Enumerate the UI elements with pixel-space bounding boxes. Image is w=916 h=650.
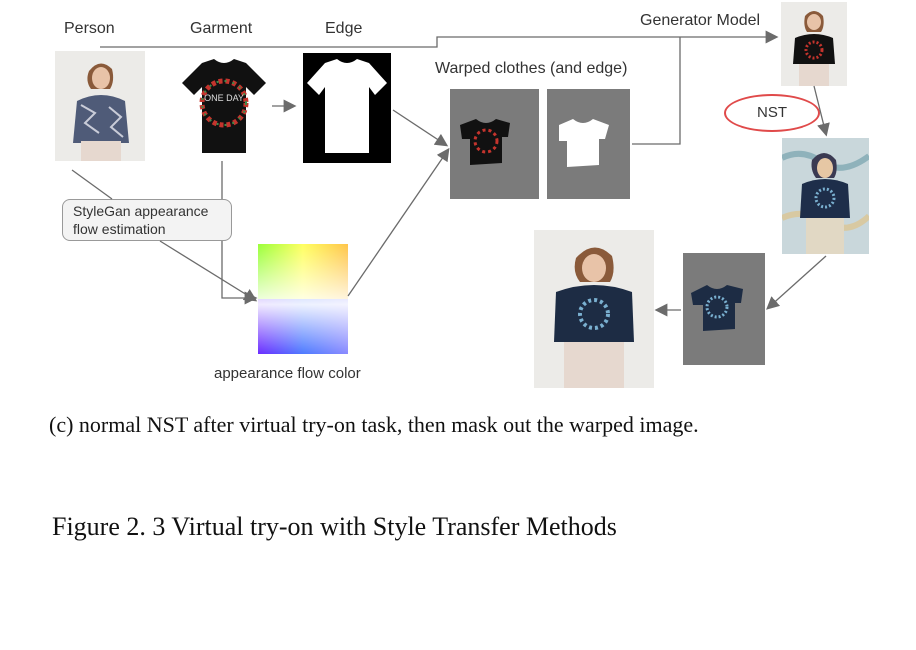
garment-print-text: ONE DAY (204, 93, 244, 103)
line-warped-to-generator (632, 37, 681, 145)
person-illustration (55, 51, 145, 161)
nst-stylized-image (780, 138, 872, 254)
edge-mask (307, 59, 387, 153)
edge-label: Edge (325, 20, 363, 37)
person-label: Person (64, 20, 115, 37)
arrow-edge-to-warped (392, 109, 449, 147)
garment-tshirt: ONE DAY (182, 59, 266, 153)
garment-label: Garment (190, 20, 253, 37)
appearance-flow-gradient (258, 244, 348, 354)
nst-ellipse: NST (724, 94, 820, 132)
warped-edge-shape (559, 119, 609, 167)
warped-clothes-image (450, 89, 539, 199)
person-image (55, 51, 145, 161)
nst-stylized-illustration (780, 138, 872, 254)
warped-edge-image (547, 89, 630, 199)
arrow-nst-to-masked (766, 255, 827, 310)
arrow-flow-color-to-warped (347, 147, 450, 297)
masked-stylized-garment-image (683, 253, 765, 365)
diagram-arrows (71, 30, 830, 317)
masked-stylized-garment-shape (691, 285, 743, 331)
final-tryon-image (534, 230, 654, 388)
generator-model-label: Generator Model (640, 12, 761, 29)
figure-title: Figure 2. 3 Virtual try-on with Style Tr… (52, 512, 617, 541)
subcaption: (c) normal NST after virtual try-on task… (49, 412, 699, 437)
generator-output-illustration (781, 2, 847, 86)
nst-label: NST (757, 104, 787, 121)
warped-clothes-label: Warped clothes (and edge) (435, 60, 628, 77)
appearance-flow-color-image (258, 244, 348, 354)
edge-image (303, 53, 391, 163)
garment-image: ONE DAY (180, 55, 268, 159)
appearance-flow-color-label: appearance flow color (214, 365, 361, 382)
line-person-to-flowbox (71, 169, 113, 200)
generator-output-image (781, 2, 847, 86)
warped-clothes-shape (460, 119, 510, 165)
stylegan-flow-estimation-box: StyleGan appearance flow estimation (62, 199, 232, 241)
final-tryon-illustration (534, 230, 654, 388)
arrow-flowbox-to-flow-color (159, 240, 258, 302)
arrow-generator-to-nst (813, 85, 830, 137)
arrow-person-to-generator (100, 30, 779, 48)
stylegan-flow-estimation-text: StyleGan appearance flow estimation (73, 203, 209, 237)
